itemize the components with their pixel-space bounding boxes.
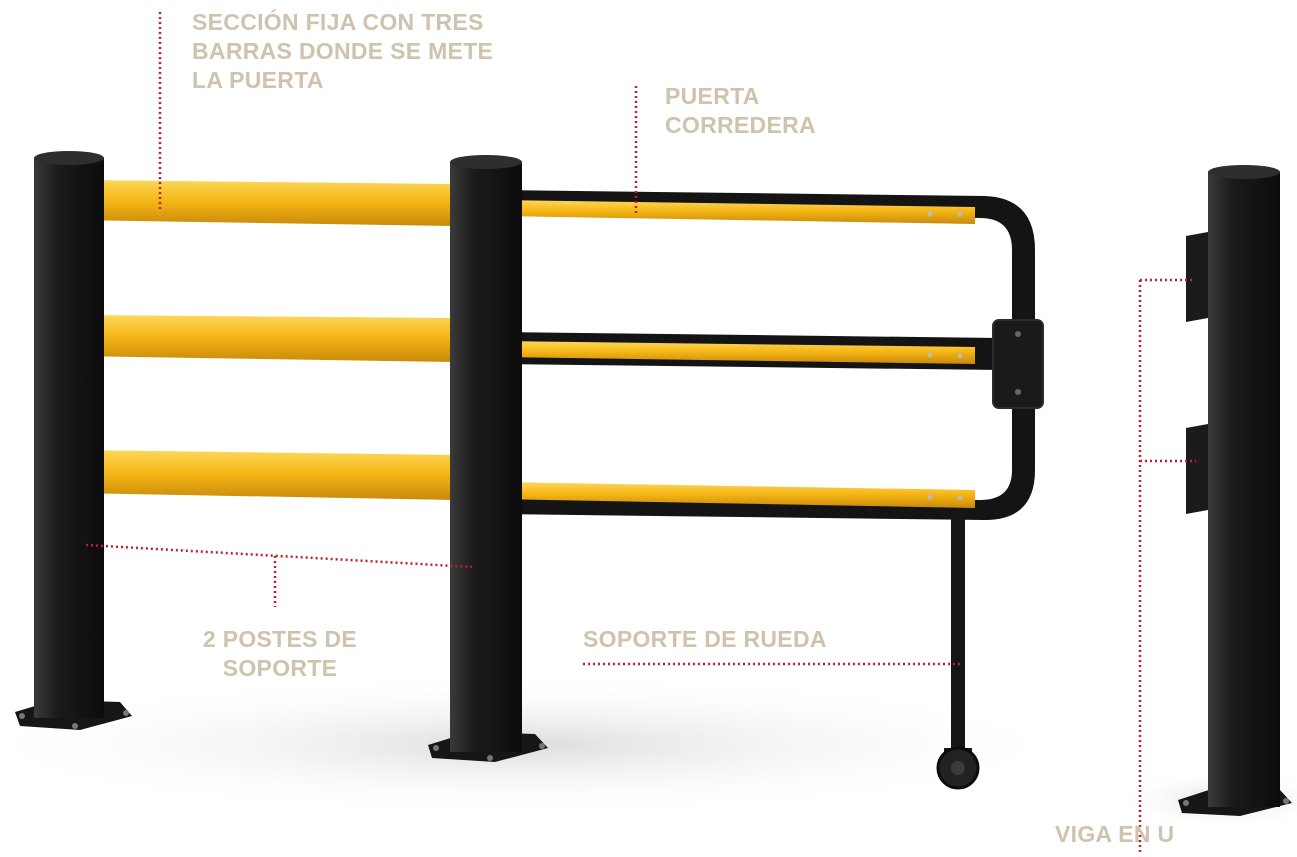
label-fixed-section: SECCIÓN FIJA CON TRES BARRAS DONDE SE ME… [192, 8, 493, 95]
middle-post [428, 155, 548, 762]
label-sliding-door-line-2: CORREDERA [665, 112, 816, 138]
label-support-posts: 2 POSTES DE SOPORTE [165, 625, 395, 683]
wheel-support [936, 512, 980, 790]
label-sliding-door-line-1: PUERTA [665, 83, 760, 109]
sliding-door-frame [495, 190, 1044, 520]
label-u-beam: VIGA EN U [1055, 821, 1175, 847]
label-support-posts-line-1: 2 POSTES DE [202, 626, 358, 652]
fixed-section-bars [75, 180, 455, 500]
u-beam-post [1178, 165, 1292, 816]
label-fixed-section-line-3: LA PUERTA [192, 67, 324, 93]
label-fixed-section-line-2: BARRAS DONDE SE METE [192, 38, 494, 64]
label-support-posts-line-2: SOPORTE [222, 655, 338, 681]
label-sliding-door: PUERTA CORREDERA [665, 82, 816, 140]
leader-lines [85, 12, 1196, 852]
label-wheel-support: SOPORTE DE RUEDA [583, 626, 827, 652]
left-post [15, 151, 132, 730]
label-fixed-section-line-1: SECCIÓN FIJA CON TRES [192, 9, 484, 35]
